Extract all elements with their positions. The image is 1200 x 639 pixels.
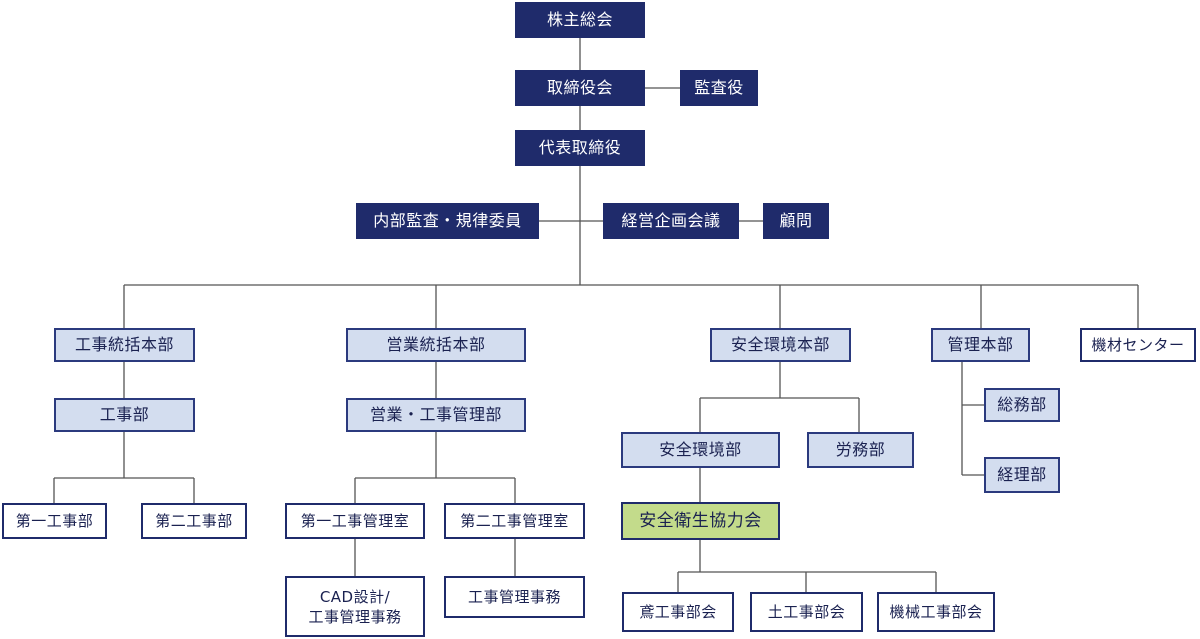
node-board-of-directors: 取締役会 [515, 70, 645, 106]
node-construction-2: 第二工事部 [141, 503, 247, 539]
node-safety-dept: 安全環境部 [621, 432, 780, 468]
node-cad-design: CAD設計/ 工事管理事務 [285, 576, 425, 637]
node-civil-section: 土工事部会 [750, 592, 863, 632]
node-auditor: 監査役 [680, 70, 758, 106]
node-president: 代表取締役 [515, 130, 645, 166]
node-internal-audit: 内部監査・規律委員 [356, 203, 539, 239]
node-mgmt-office-2: 第二工事管理室 [444, 503, 585, 539]
node-planning-council: 経営企画会議 [603, 203, 739, 239]
node-accounting: 経理部 [984, 457, 1060, 493]
node-admin-hq: 管理本部 [931, 328, 1030, 362]
node-mgmt-affairs: 工事管理事務 [444, 576, 585, 618]
node-construction-dept: 工事部 [54, 398, 195, 432]
node-general-affairs: 総務部 [984, 388, 1060, 422]
node-sales-mgmt-dept: 営業・工事管理部 [346, 398, 526, 432]
node-tobi-section: 鳶工事部会 [622, 592, 734, 632]
node-mgmt-office-1: 第一工事管理室 [285, 503, 425, 539]
node-construction-hq: 工事統括本部 [54, 328, 195, 362]
node-advisor: 顧問 [763, 203, 829, 239]
node-labor-dept: 労務部 [807, 432, 914, 468]
node-construction-1: 第一工事部 [2, 503, 107, 539]
node-equipment-center: 機材センター [1080, 328, 1196, 362]
node-machinery-section: 機械工事部会 [877, 592, 995, 632]
node-safety-hq: 安全環境本部 [710, 328, 851, 362]
node-shareholders-meeting: 株主総会 [515, 2, 645, 38]
node-sales-hq: 営業統括本部 [346, 328, 526, 362]
node-safety-association: 安全衛生協力会 [621, 502, 780, 540]
